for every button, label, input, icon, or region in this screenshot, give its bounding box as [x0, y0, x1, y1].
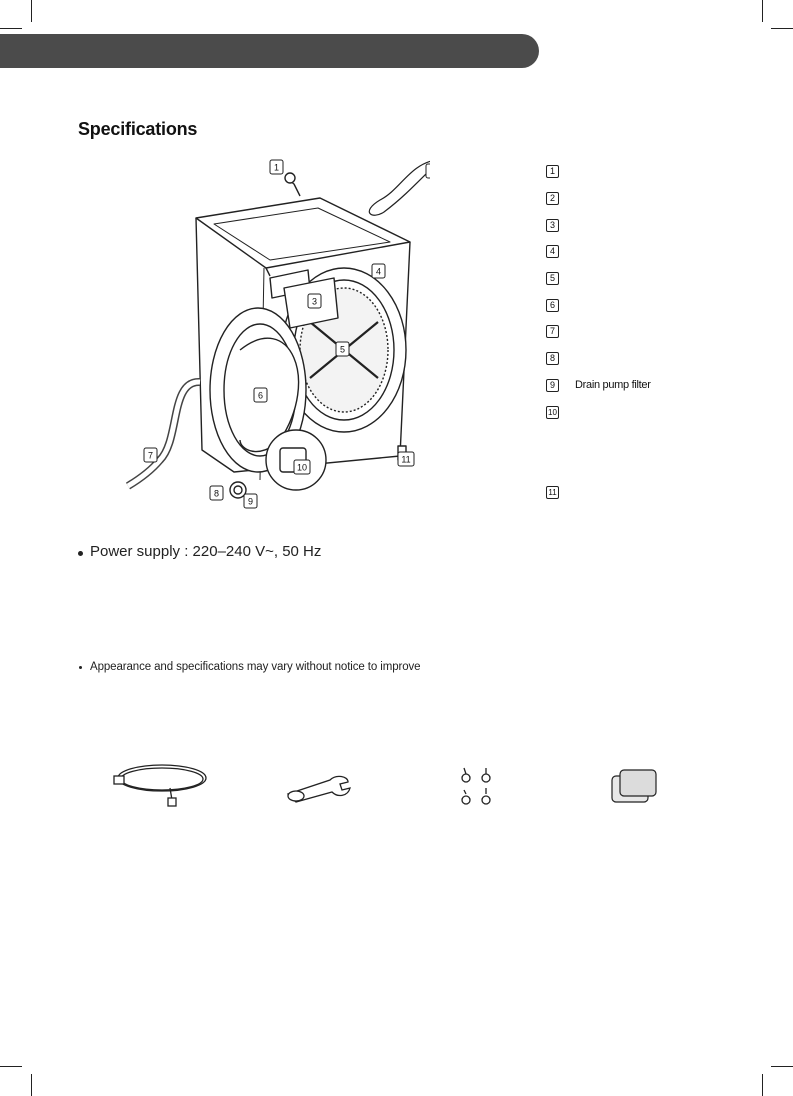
- crop-mark: [771, 1066, 793, 1067]
- spanner-icon: [286, 775, 351, 803]
- callout-3: 3: [307, 293, 322, 309]
- crop-mark: [31, 1074, 32, 1096]
- crop-mark: [0, 28, 22, 29]
- washing-machine-illustration: 1 2 3 4 5 6 7 8 9 10 11: [125, 159, 430, 509]
- callout-9: 9: [243, 493, 258, 509]
- anti-slip-sheets-icon: [611, 769, 657, 803]
- legend-item: 10: [546, 404, 575, 420]
- legend-item: 4: [546, 243, 575, 259]
- callout-8: 8: [209, 485, 224, 501]
- callout-10: 10: [293, 459, 311, 475]
- svg-text:7: 7: [148, 451, 153, 461]
- crop-mark: [771, 28, 793, 29]
- power-supply-spec: Power supply : 220–240 V~, 50 Hz: [78, 543, 321, 560]
- crop-mark: [762, 0, 763, 22]
- crop-mark: [31, 0, 32, 22]
- section-title: Specifications: [78, 119, 198, 139]
- callout-6: 6: [253, 387, 268, 403]
- callout-7: 7: [143, 447, 158, 463]
- header-bar: [0, 34, 539, 68]
- svg-text:9: 9: [248, 497, 253, 507]
- spec-note: Appearance and specifications may vary w…: [79, 661, 421, 673]
- legend-item: 1: [546, 163, 575, 179]
- crop-mark: [0, 1066, 22, 1067]
- callout-5: 5: [335, 341, 350, 357]
- bullet-icon: [79, 665, 82, 669]
- callout-11: 11: [397, 451, 415, 467]
- legend-item: 11: [546, 484, 575, 500]
- svg-text:6: 6: [258, 391, 263, 401]
- legend-item: 2: [546, 190, 575, 206]
- callout-4: 4: [371, 263, 386, 279]
- svg-text:10: 10: [297, 463, 307, 473]
- bullet-icon: [78, 551, 83, 556]
- svg-text:5: 5: [340, 345, 345, 355]
- crop-mark: [762, 1074, 763, 1096]
- callout-2: 2: [425, 163, 430, 179]
- svg-text:3: 3: [312, 297, 317, 307]
- svg-text:1: 1: [274, 163, 279, 173]
- caps-icon: [461, 767, 491, 805]
- legend-item: 8: [546, 350, 575, 366]
- callout-1: 1: [269, 159, 284, 175]
- power-cord-icon: [113, 764, 207, 807]
- legend-item: 5: [546, 270, 575, 286]
- legend-item: 7: [546, 323, 575, 339]
- svg-text:11: 11: [401, 455, 410, 465]
- svg-text:8: 8: [214, 489, 219, 499]
- svg-text:4: 4: [376, 267, 381, 277]
- legend-item: 6: [546, 297, 575, 313]
- legend-item: 3: [546, 217, 575, 233]
